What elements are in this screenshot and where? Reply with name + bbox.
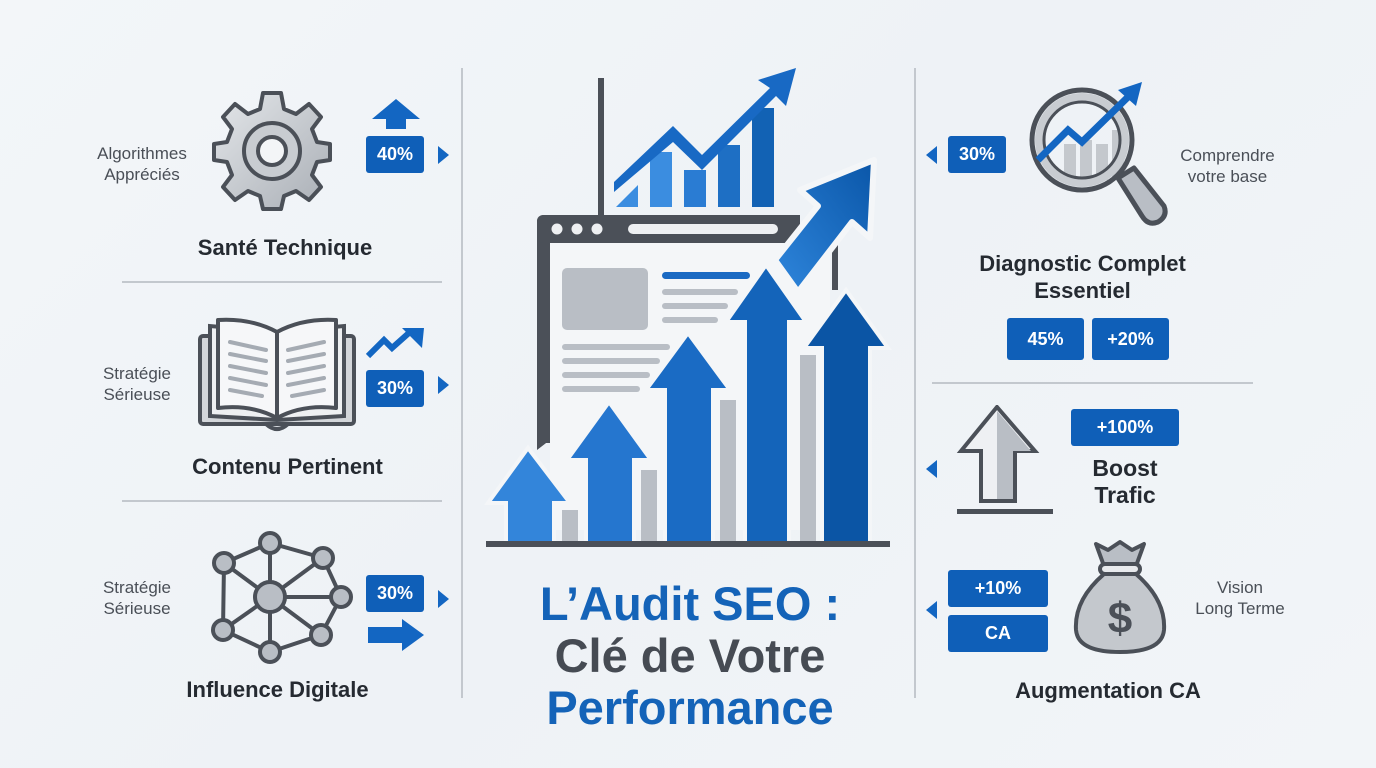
percent-badge: 40% (366, 136, 424, 173)
percent-badge: 30% (366, 370, 424, 407)
divider-left-1 (122, 281, 442, 283)
divider-left-2 (122, 500, 442, 502)
heading-sante-technique: Santé Technique (197, 235, 373, 260)
divider-left-vertical (461, 68, 463, 698)
title-line-3: Performance (546, 681, 834, 734)
title-line-2: Clé de Votre (554, 629, 826, 682)
side-text: Stratégie Sérieuse (102, 578, 172, 618)
percent-badge: 30% (366, 575, 424, 612)
divider-right-vertical (914, 68, 916, 698)
side-text: Algorithmes Appréciés (97, 144, 187, 184)
svg-text:$: $ (1108, 594, 1132, 643)
heading-contenu-pertinent: Contenu Pertinent (192, 454, 383, 479)
pointer-right-icon (438, 590, 449, 608)
gear-icon (212, 91, 332, 211)
pointer-left-icon (926, 460, 937, 478)
magnifier-chart-icon (1029, 82, 1168, 226)
seo-growth-illustration (484, 68, 892, 547)
percent-badge: +20% (1092, 318, 1169, 360)
side-text: Stratégie Sérieuse (102, 364, 172, 404)
right-arrow-icon (368, 619, 424, 651)
pointer-left-icon (926, 601, 937, 619)
page-title: L’Audit SEO : Clé de Votre Performance (470, 578, 910, 734)
pointer-right-icon (438, 146, 449, 164)
open-book-icon (198, 317, 356, 431)
money-bag-icon: $ (1073, 540, 1167, 654)
heading-influence-digitale: Influence Digitale (186, 677, 369, 702)
heading-augmentation-ca: Augmentation CA (1015, 678, 1201, 703)
upload-arrow-icon (956, 405, 1053, 514)
network-icon (211, 531, 353, 664)
label-badge: CA (948, 615, 1048, 652)
title-line-1: L’Audit SEO : (539, 577, 841, 630)
divider-right-1 (932, 382, 1253, 384)
percent-badge: +100% (1071, 409, 1179, 446)
side-text: Comprendre votre base (1180, 146, 1275, 186)
percent-badge: +10% (948, 570, 1048, 607)
top-bar-chart-icon (616, 185, 638, 207)
heading-boost-trafic: Boost Trafic (1092, 455, 1158, 508)
pointer-right-icon (438, 376, 449, 394)
heading-diagnostic: Diagnostic Complet Essentiel (979, 251, 1186, 303)
percent-badge: 30% (948, 136, 1006, 173)
pointer-left-icon (926, 146, 937, 164)
trend-up-icon (366, 328, 424, 359)
side-text: Vision Long Terme (1195, 578, 1285, 618)
percent-badge: 45% (1007, 318, 1084, 360)
up-arrow-icon (372, 99, 420, 129)
